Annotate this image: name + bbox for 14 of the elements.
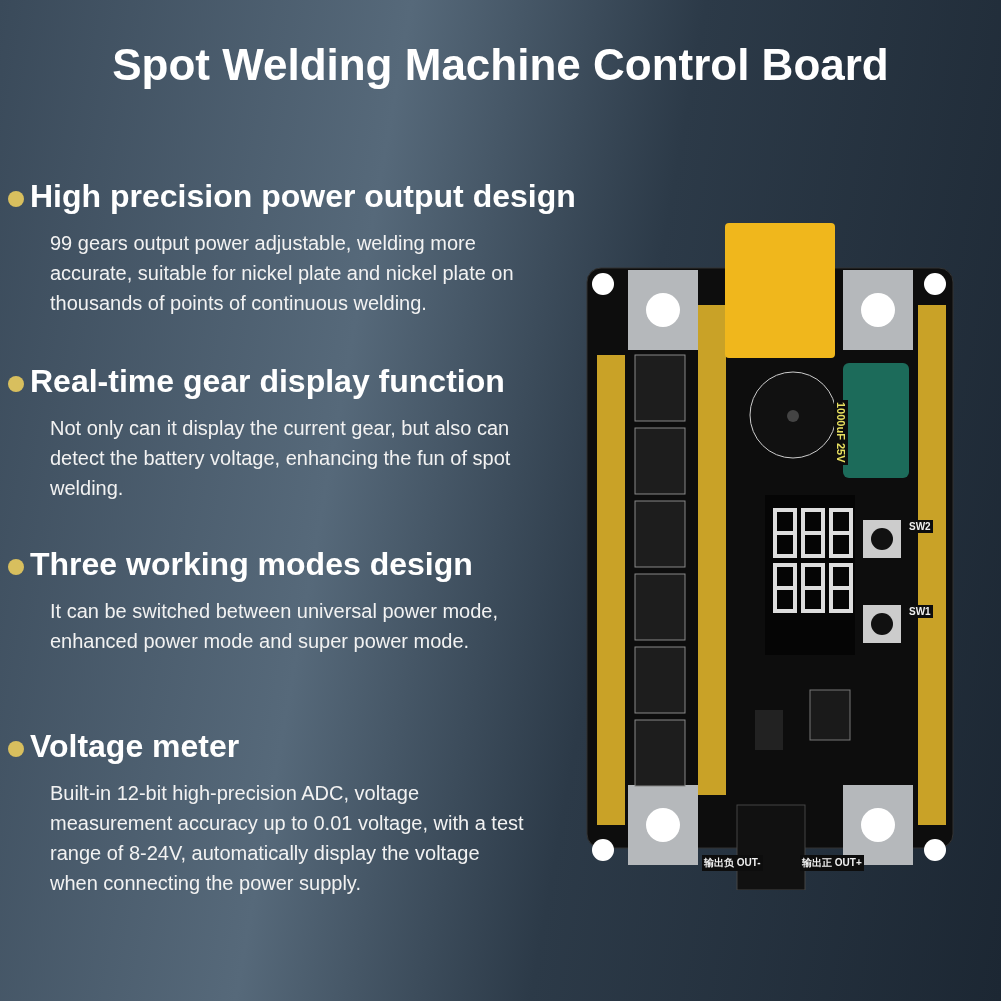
description-text: Not only can it display the current gear, but also can detect the battery voltage, enhancing the fun of spot welding.: [50, 416, 512, 501]
description-text: Built-in 12-bit high-precision ADC, voltage measurement accuracy up to 0.01 voltage, with a test range of 8-24V, automatically display the voltage when connecting the power supply.: [50, 781, 525, 896]
description-text: 99 gears output power adjustable, welding more accurate, suitable for nickel plate and nickel plate on thousands of points of continuous welding.: [50, 231, 515, 316]
description-text: It can be switched between universal power mode, enhanced power mode and super power mode.: [50, 599, 500, 654]
terminal-label: 输出正 OUT+: [800, 855, 864, 871]
section-heading: Real-time gear display function: [30, 363, 505, 400]
switch-label: SW1: [907, 605, 933, 618]
terminal-label: 输出负 OUT-: [702, 855, 763, 871]
switch-label: SW2: [907, 520, 933, 533]
section-heading: Three working modes design: [30, 546, 473, 583]
section-heading: Voltage meter: [30, 728, 240, 765]
capacitor-marking: 1000uF 25V: [834, 400, 848, 465]
title: Spot Welding Machine Control Board: [111, 40, 890, 90]
section-heading: High precision power output design: [30, 178, 576, 215]
